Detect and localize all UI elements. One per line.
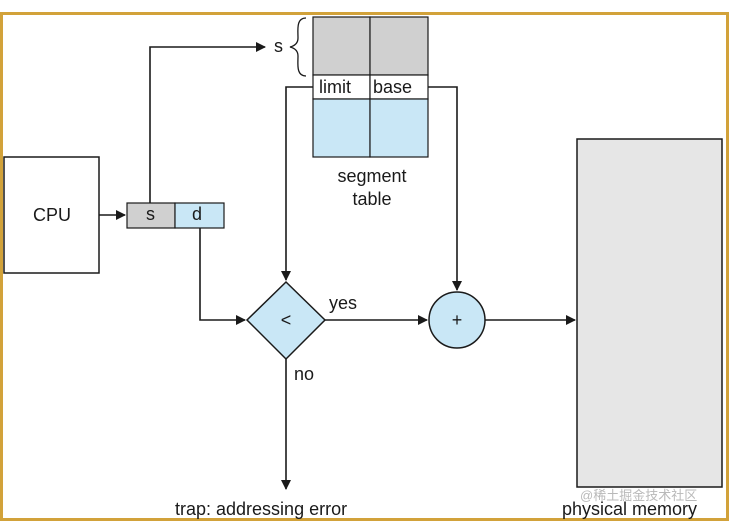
cpu-label: CPU [33, 205, 72, 225]
base-header: base [373, 77, 413, 97]
segment-table-caption-line1: segment [337, 166, 407, 186]
segment-table [312, 16, 429, 158]
segment-table-limit-cell [312, 98, 371, 158]
logical-address-s-cell [126, 202, 176, 229]
adder-symbol: + [451, 310, 463, 330]
selector-s-label: s [274, 36, 283, 56]
limit-to-comparator-arrow [281, 86, 313, 281]
trap-label: trap: addressing error [175, 499, 348, 519]
address-s-label: s [146, 204, 155, 224]
cpu-box [3, 156, 100, 274]
physical-memory-label: physical memory [562, 499, 698, 519]
segment-table-gray-left [312, 16, 371, 76]
yes-label: yes [329, 293, 358, 313]
segment-table-gray-right [369, 16, 429, 76]
selector-brace [289, 17, 307, 77]
segment-table-caption-line2: table [352, 189, 392, 209]
segment-table-base-cell [369, 98, 429, 158]
logical-address-d-cell [174, 202, 225, 229]
limit-header: limit [319, 77, 351, 97]
physical-memory-box [576, 138, 723, 488]
comparator-symbol: < [280, 310, 292, 330]
no-label: no [294, 364, 315, 384]
address-d-label: d [192, 204, 203, 224]
base-to-adder-arrow [428, 86, 462, 291]
watermark-text: @稀土掘金技术社区 [580, 488, 698, 503]
outer-frame [0, 12, 729, 521]
d-to-comparator-arrow [199, 228, 246, 325]
s-to-table-arrow [149, 42, 266, 203]
segment-table-base-header-cell [369, 74, 429, 100]
